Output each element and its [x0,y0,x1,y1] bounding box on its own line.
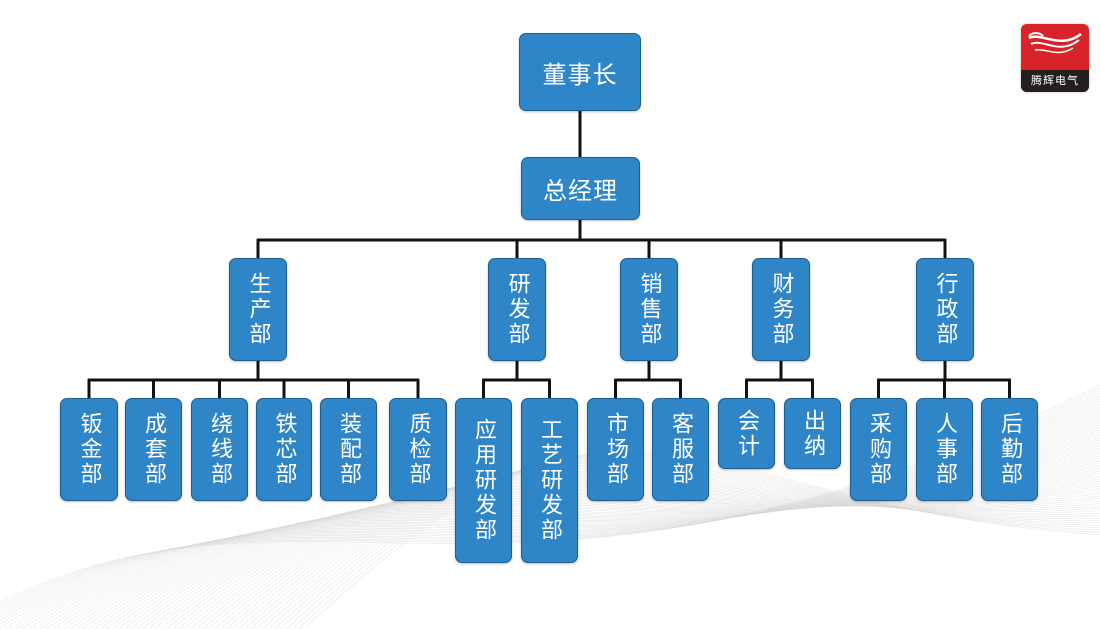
node-sub-department: 市场部 [587,398,644,501]
node-label: 财务部 [768,272,794,347]
node-label: 销售部 [636,272,662,347]
node-label: 市场部 [603,412,628,487]
node-label: 行政部 [932,272,958,347]
node-label: 人事部 [932,412,957,487]
node-label: 工艺研发部 [537,418,562,543]
wave-line [165,478,1100,629]
node-label: 总经理 [543,177,618,205]
node-label: 成套部 [141,412,166,487]
node-label: 绕线部 [207,412,232,487]
node-label: 董事长 [542,60,618,89]
node-sub-department: 客服部 [652,398,709,501]
wave-line [63,434,1100,629]
node-label: 研发部 [504,272,530,347]
phoenix-icon [1028,32,1082,54]
node-department: 生产部 [229,258,287,361]
company-name: 腾辉电气 [1021,70,1089,92]
node-sub-department: 绕线部 [191,398,248,501]
node-sub-department: 会计 [718,398,775,469]
node-label: 出纳 [800,408,825,459]
node-label: 铁芯部 [271,412,297,487]
node-label: 质检部 [405,412,431,487]
node-department: 行政部 [916,258,974,361]
node-label: 会计 [734,408,759,459]
node-label: 采购部 [866,412,891,487]
node-chairman: 董事长 [519,33,641,111]
node-label: 生产部 [245,272,271,347]
node-label: 客服部 [668,412,693,487]
node-sub-department: 出纳 [784,398,841,469]
node-department: 研发部 [488,258,546,361]
node-label: 应用研发部 [471,418,496,543]
node-sub-department: 后勤部 [981,398,1038,501]
node-sub-department: 采购部 [850,398,907,501]
node-department: 财务部 [752,258,810,361]
node-label: 后勤部 [997,412,1022,487]
node-sub-department: 钣金部 [60,398,118,501]
wave-line [69,437,1100,629]
node-sub-department: 应用研发部 [455,398,512,563]
node-department: 销售部 [620,258,678,361]
node-label: 装配部 [336,412,361,487]
node-sub-department: 装配部 [320,398,377,501]
node-general-manager: 总经理 [521,157,640,220]
node-sub-department: 铁芯部 [256,398,312,501]
node-sub-department: 成套部 [125,398,182,501]
wave-line [255,463,1100,629]
node-label: 钣金部 [76,412,102,487]
node-sub-department: 工艺研发部 [521,398,578,563]
company-logo: 腾辉电气 [1021,24,1089,92]
node-sub-department: 质检部 [389,398,447,501]
node-sub-department: 人事部 [916,398,973,501]
